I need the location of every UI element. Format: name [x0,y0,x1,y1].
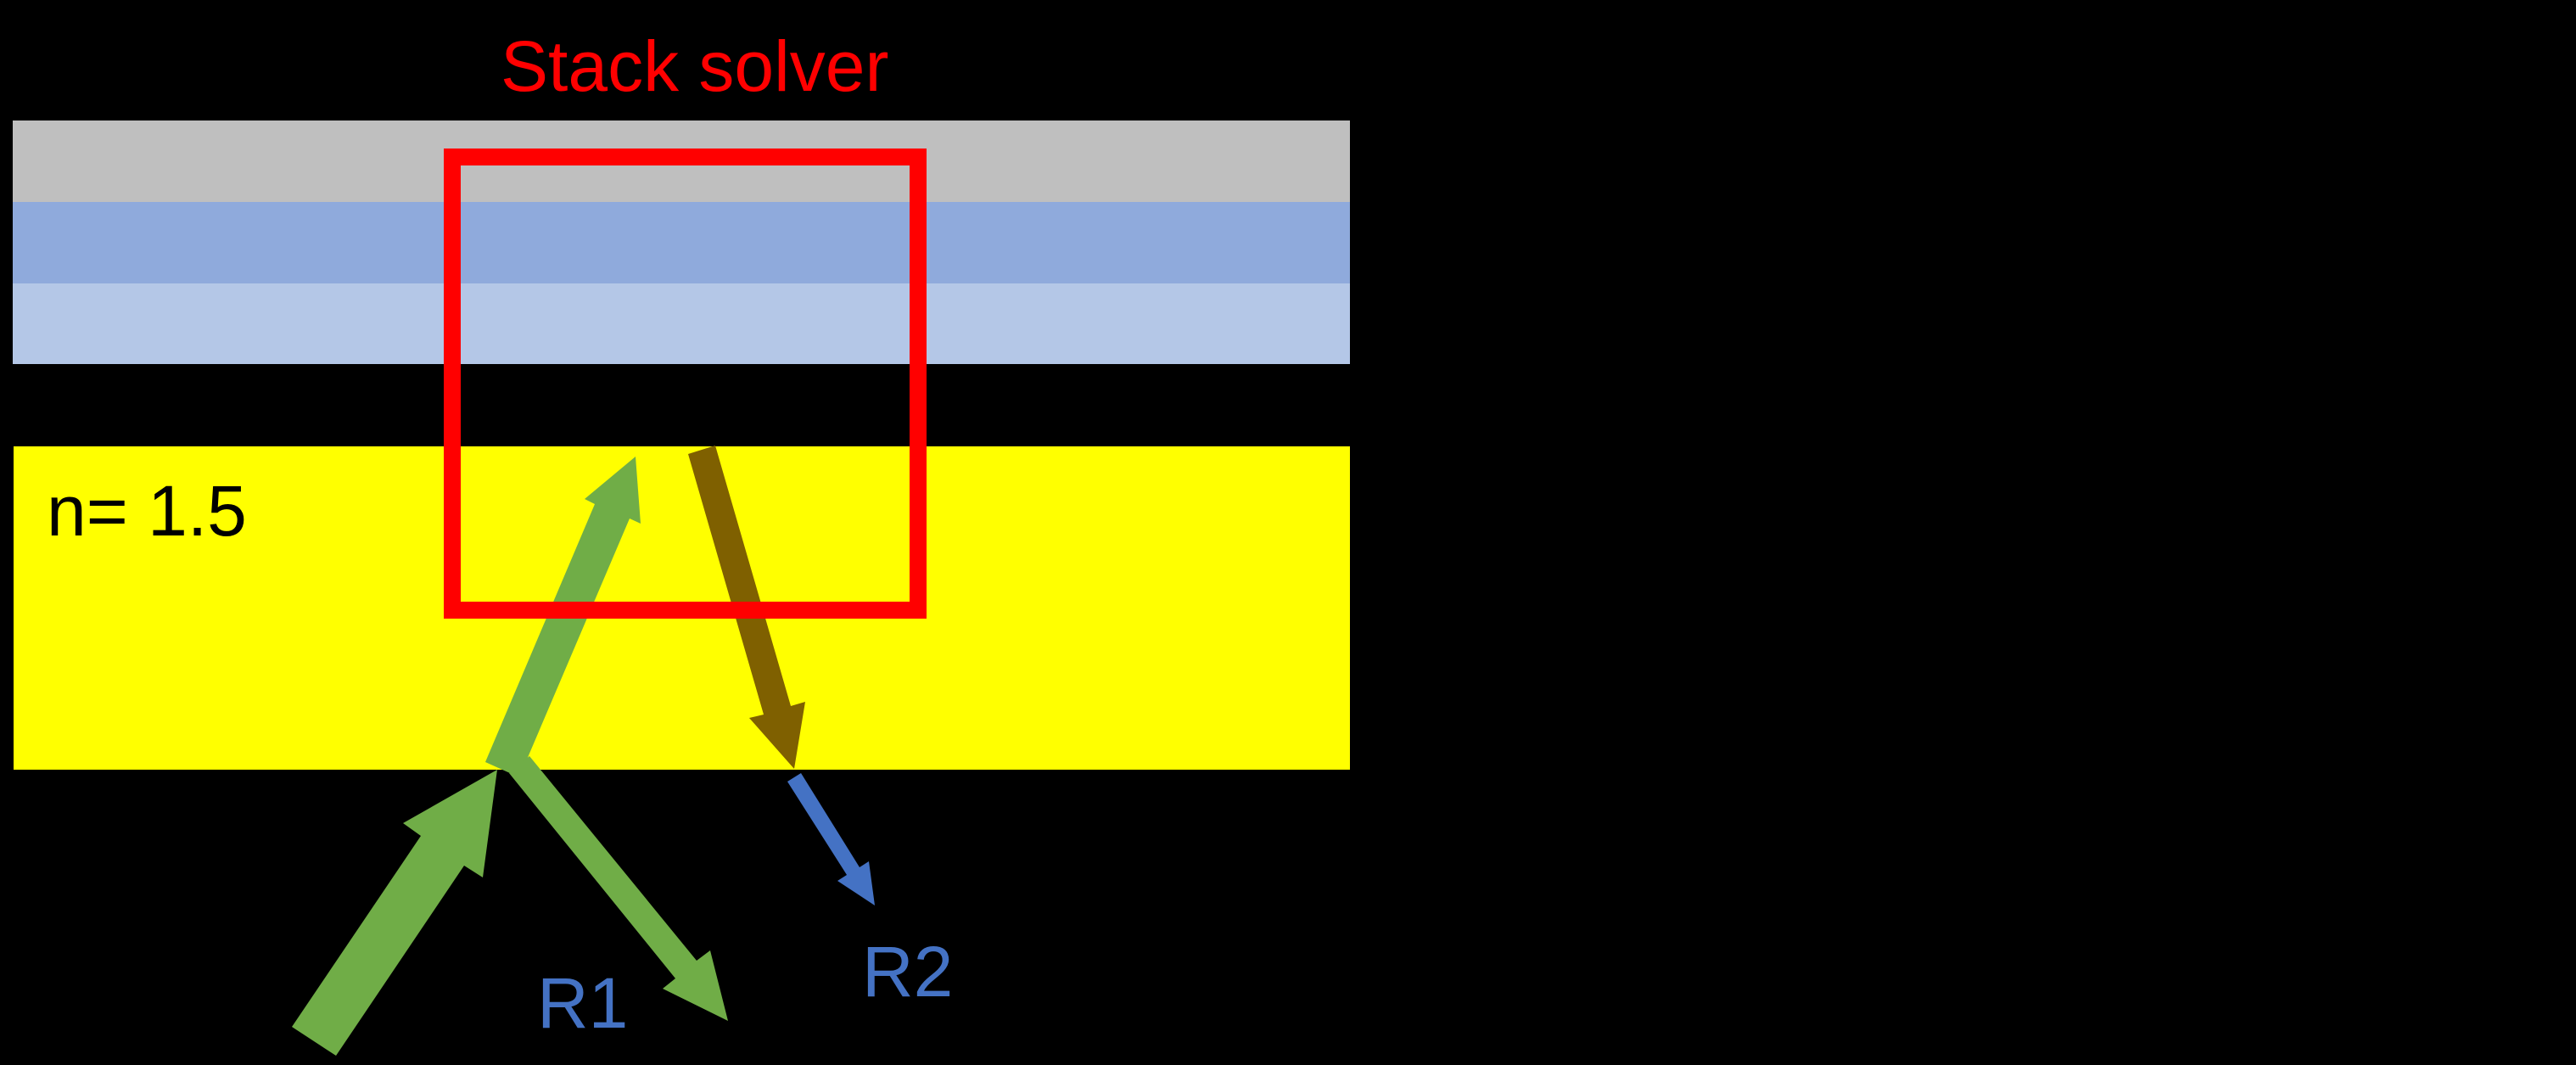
r1-label: R1 [537,963,629,1043]
r1-reflected-ray-arrow [509,756,728,1021]
coating-layer-blue [13,202,1350,283]
r2-label: R2 [862,932,954,1012]
coating-layer-lightblue [13,283,1350,364]
refractive-index-label: n= 1.5 [47,471,247,551]
diagram-title: Stack solver [501,26,889,106]
incident-ray-arrow [292,770,497,1056]
solver-box [444,149,927,619]
r2-transmitted-ray-arrow [787,773,875,905]
